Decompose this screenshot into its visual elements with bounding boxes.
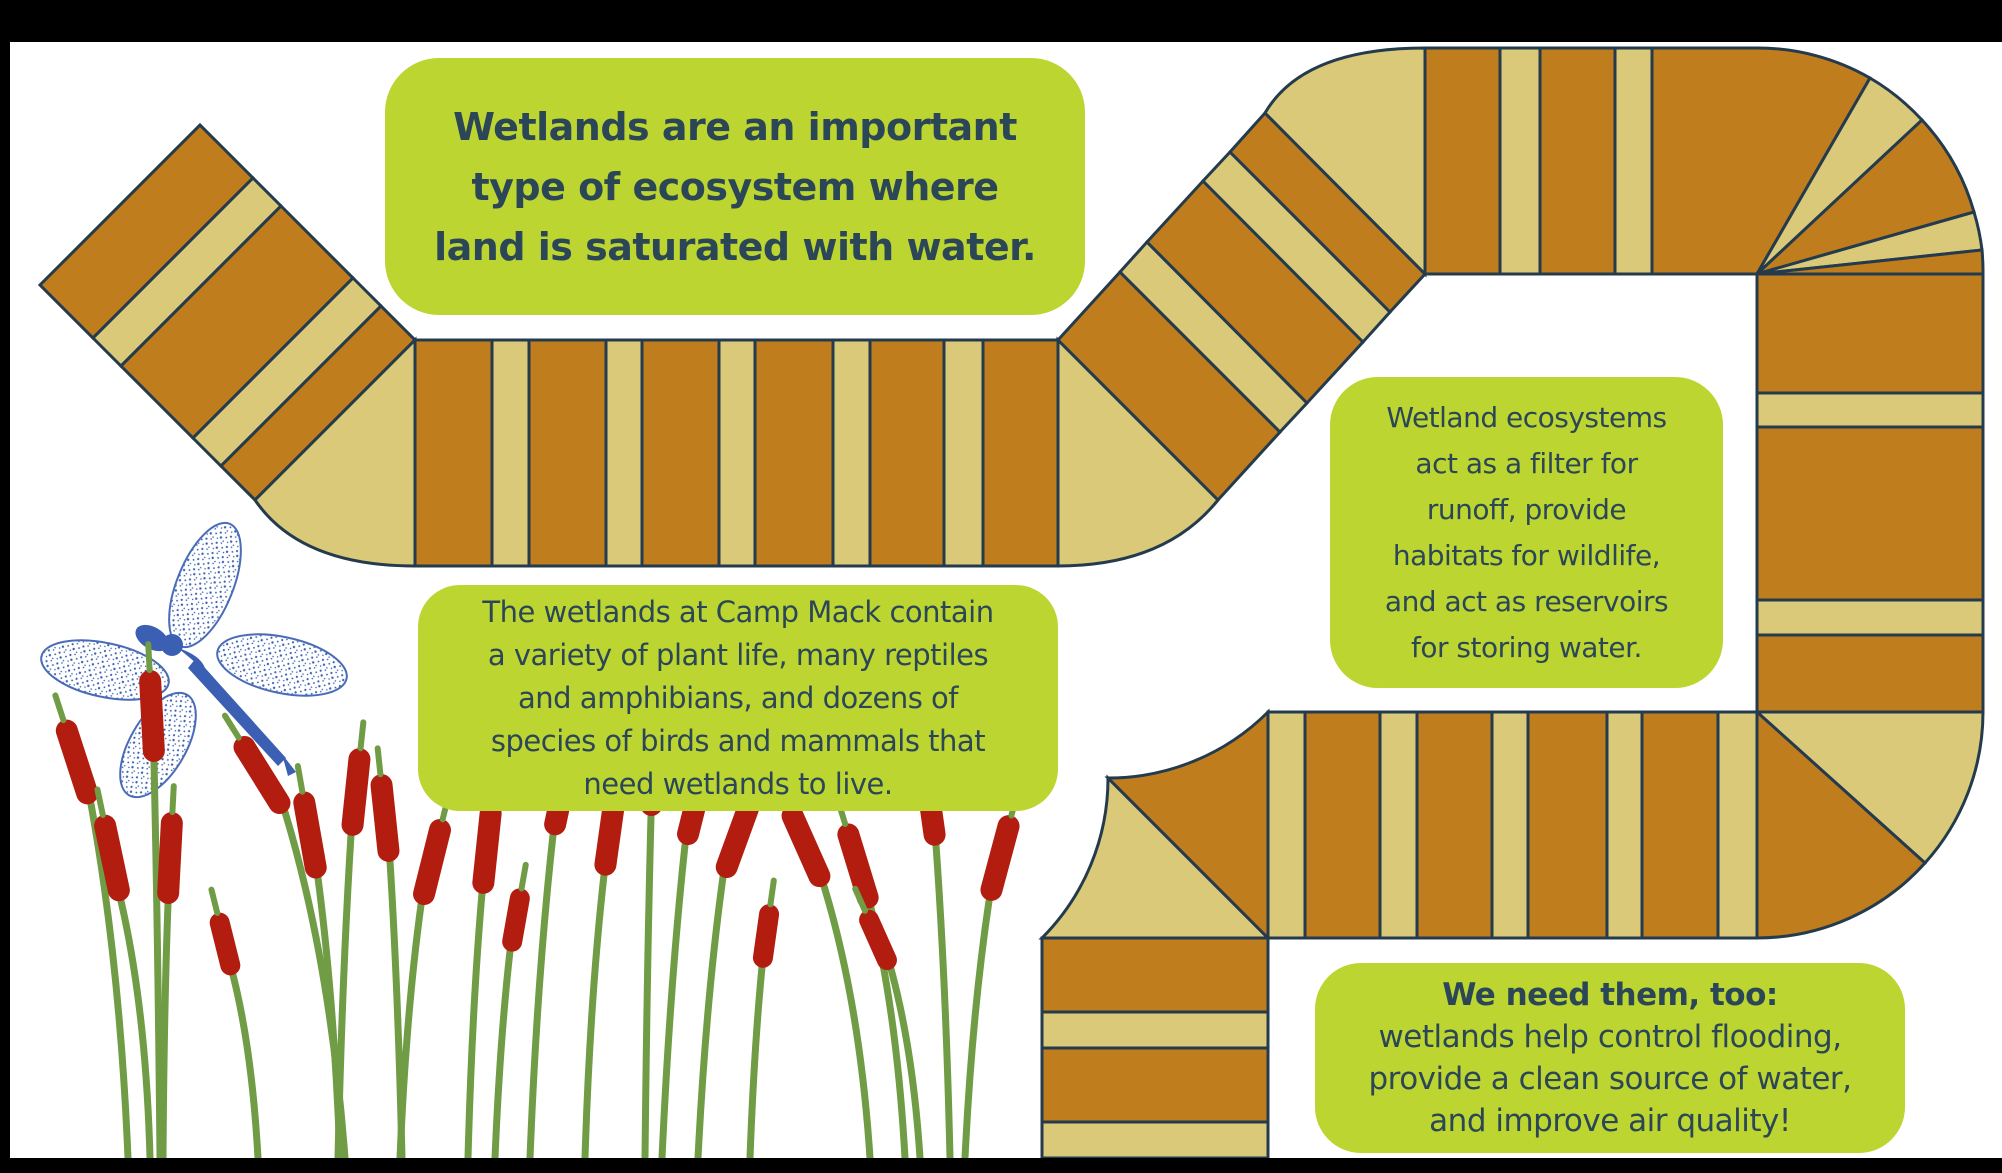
info-text-line: land is saturated with water. (434, 224, 1036, 269)
trail-path (37, 46, 1985, 1160)
info-text-line: runoff, provide (1426, 492, 1627, 526)
trail-segment-bottom-vertical (1040, 936, 1270, 1160)
trail-stripe (1755, 272, 1985, 395)
info-box-we-need-them: We need them, too: wetlands help control… (1315, 963, 1905, 1153)
cattail (139, 641, 165, 1162)
trail-stripe (1266, 710, 1307, 940)
trail-stripe (868, 338, 946, 568)
info-text-line: Wetland ecosystems (1386, 400, 1667, 434)
trail-stripe (1755, 425, 1985, 602)
info-text-line: provide a clean source of water, (1368, 1061, 1852, 1097)
trail-corner-wedge-top (1263, 46, 1427, 278)
dragonfly-wing (216, 633, 348, 697)
frame-left-bar (0, 0, 10, 1173)
trail-stripe (981, 338, 1060, 568)
trail-stripe (1716, 710, 1759, 940)
trail-stripe (1303, 710, 1382, 940)
info-box-wetland-functions: Wetland ecosystems act as a filter for r… (1330, 377, 1723, 688)
cattail (52, 692, 132, 1162)
trail-corner-wedge-left (253, 336, 417, 568)
cattail (334, 719, 371, 1162)
trail-stripe (527, 338, 608, 568)
trail-stripe (753, 338, 835, 568)
info-text-line: and act as reservoirs (1384, 584, 1669, 618)
frame-top-bar (0, 0, 2002, 42)
info-text-line: need wetlands to live. (583, 766, 893, 801)
trail-stripe (1755, 633, 1985, 714)
cattail (94, 786, 154, 1162)
cattail (157, 783, 183, 1162)
trail-stripe (1605, 710, 1644, 940)
trail-stripe (942, 338, 985, 568)
trail-stripe (604, 338, 644, 568)
dragonfly-abdomen (188, 658, 286, 766)
info-text-line: habitats for wildlife, (1392, 538, 1661, 572)
info-text-line: species of birds and mammals that (490, 723, 986, 758)
cattail (293, 763, 344, 1162)
trail-segment-right-vertical (1755, 272, 1985, 714)
dragonfly-wing-nub (135, 624, 169, 652)
info-text-heading: We need them, too: (1442, 977, 1778, 1013)
cattail (581, 759, 626, 1162)
info-text-line: act as a filter for (1415, 446, 1638, 480)
info-text-line: and amphibians, and dozens of (518, 680, 958, 715)
trail-stripe (1038, 774, 1272, 940)
trail-stripe (490, 338, 531, 568)
trail-stripe (1490, 710, 1530, 940)
trail-stripe (1040, 1046, 1270, 1124)
trail-stripe (1613, 46, 1654, 276)
trail-stripe (1378, 710, 1419, 940)
trail-stripe (1755, 391, 1985, 429)
dragonfly-icon (40, 521, 348, 799)
cattail (370, 745, 406, 1162)
dragonfly-head (161, 634, 183, 656)
trail-stripe (1040, 1120, 1270, 1160)
trail-segment-bottom-horizontal (1266, 710, 1759, 940)
info-text-line: Wetlands are an important (453, 104, 1017, 149)
trail-stripe (640, 338, 721, 568)
cattail (961, 787, 1022, 1162)
info-text-line: The wetlands at Camp Mack contain (482, 594, 994, 629)
info-text-line: type of ecosystem where (471, 164, 999, 209)
info-text-line: a variety of plant life, many reptiles (487, 637, 989, 672)
trail-stripe (1755, 708, 1928, 940)
info-text-line: for storing water. (1411, 630, 1642, 664)
trail-stripe (1040, 936, 1270, 1014)
trail-stripe (1755, 117, 1976, 276)
trail-elbow-bottom-center (1038, 708, 1272, 942)
trail-segment-diagonal-ascending (1055, 110, 1428, 503)
trail-corner-wedge-mid (1056, 336, 1221, 568)
frame-bottom-bar (0, 1158, 2002, 1173)
trail-stripe (1415, 710, 1494, 940)
trail-stripe (831, 338, 872, 568)
cattail (491, 861, 530, 1162)
trail-stripe (1104, 708, 1270, 942)
trail-stripe (413, 338, 494, 568)
cattail (396, 791, 452, 1162)
trail-segment-middle-horizontal (413, 338, 1060, 568)
info-box-camp-mack: The wetlands at Camp Mack contain a vari… (418, 585, 1058, 811)
trail-stripe (1498, 46, 1542, 276)
trail-elbow-bottom-right (1753, 708, 1985, 940)
info-text-line: and improve air quality! (1429, 1103, 1791, 1139)
cattail (852, 885, 924, 1162)
dragonfly-tail (282, 754, 296, 776)
trail-stripe (1040, 1010, 1270, 1050)
info-box-intro: Wetlands are an important type of ecosys… (385, 58, 1085, 315)
info-text-line: wetlands help control flooding, (1378, 1019, 1842, 1055)
trail-stripe (1753, 710, 1985, 866)
cattail (746, 877, 780, 1162)
trail-stripe (717, 338, 757, 568)
trail-stripe (1538, 46, 1617, 276)
trail-segment-top-horizontal (1423, 46, 1654, 276)
dragonfly-wing (40, 639, 170, 701)
trail-stripe (1423, 46, 1502, 276)
trail-elbow-top-right (1650, 46, 1985, 276)
trail-stripe (1526, 710, 1609, 940)
trail-stripe (1640, 710, 1720, 940)
cattail (208, 886, 262, 1162)
trail-stripe (1755, 598, 1985, 637)
